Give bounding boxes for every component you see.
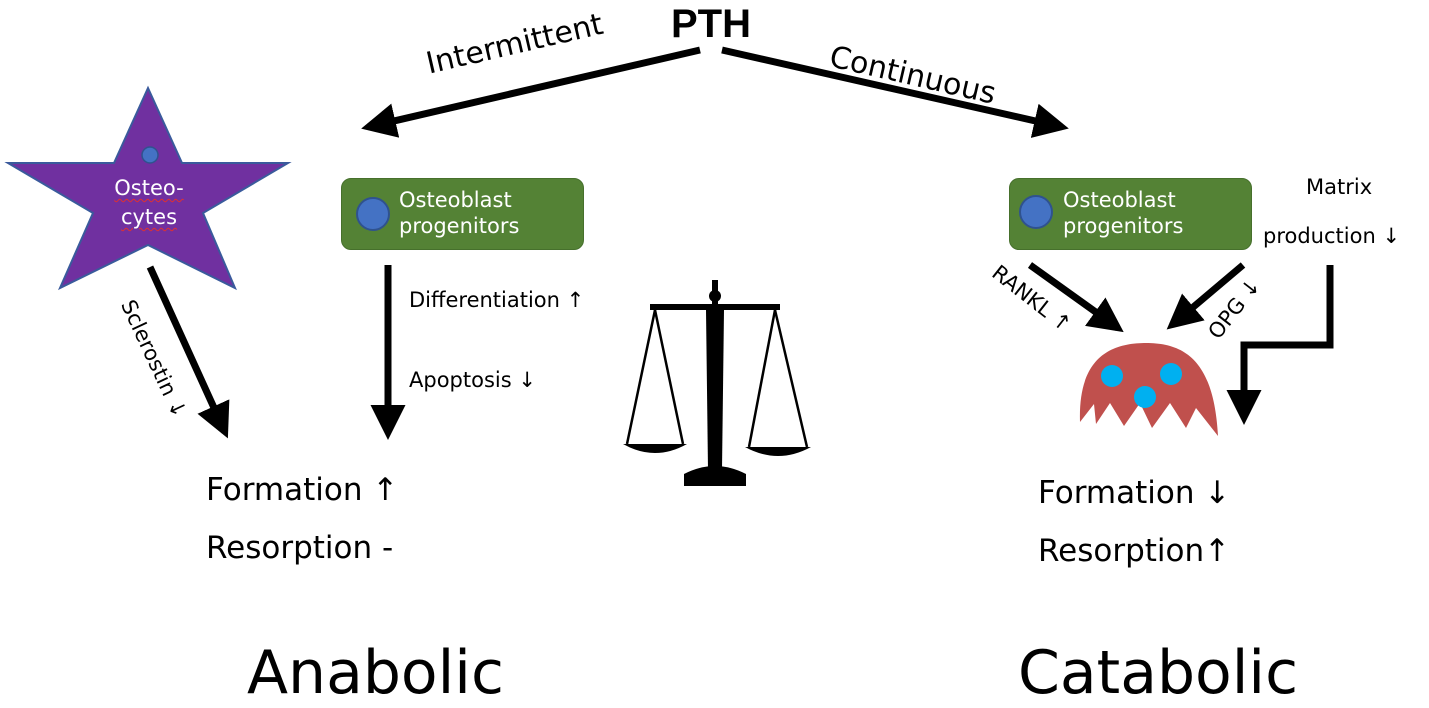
osteocyte-nucleus [141, 146, 159, 164]
progenitor-label-line1: Osteoblast [399, 188, 512, 212]
progenitor-label: Osteoblast progenitors [1063, 187, 1183, 240]
sclerostin-arrow [146, 265, 230, 439]
left-resorption-label: Resorption - [206, 530, 394, 566]
anabolic-label: Anabolic [247, 638, 504, 708]
intermittent-arrow [361, 46, 701, 138]
osteocytes-line2: cytes [120, 205, 178, 229]
matrix-label-line1: Matrix [1306, 175, 1373, 199]
continuous-arrow [721, 46, 1069, 138]
opg-arrow [1166, 262, 1246, 330]
progenitor-label-line2: progenitors [399, 214, 520, 239]
progenitor-nucleus [356, 197, 390, 231]
matrix-arrow [1226, 265, 1334, 425]
differentiation-label: Differentiation ↑ [409, 288, 585, 312]
right-resorption-label: Resorption↑ [1038, 533, 1231, 569]
left-formation-label: Formation ↑ [206, 472, 399, 508]
osteocyte-star [4, 85, 292, 291]
progenitor-label: Osteoblast progenitors [399, 187, 519, 240]
right-osteoblast-progenitors-box: Osteoblast progenitors [1009, 178, 1252, 250]
progenitor-label-line2: progenitors [1063, 214, 1184, 239]
osteocytes-label: Osteo- cytes [105, 178, 193, 228]
pth-title: PTH [671, 2, 751, 46]
osteoclast-nucleus [1160, 363, 1182, 385]
right-formation-label: Formation ↓ [1038, 475, 1231, 511]
rankl-arrow [1027, 262, 1124, 333]
osteocytes-line1: Osteo- [114, 176, 184, 200]
osteoclast-nucleus [1134, 386, 1156, 408]
left-osteoblast-progenitors-box: Osteoblast progenitors [341, 178, 584, 250]
progenitor-label-line1: Osteoblast [1063, 188, 1176, 212]
catabolic-label: Catabolic [1018, 638, 1299, 708]
balance-scale-icon [623, 280, 811, 486]
osteoclast-nucleus [1101, 365, 1123, 387]
progenitor-nucleus [1019, 195, 1053, 229]
apoptosis-label: Apoptosis ↓ [409, 368, 536, 392]
matrix-label-line2: production ↓ [1263, 224, 1401, 248]
